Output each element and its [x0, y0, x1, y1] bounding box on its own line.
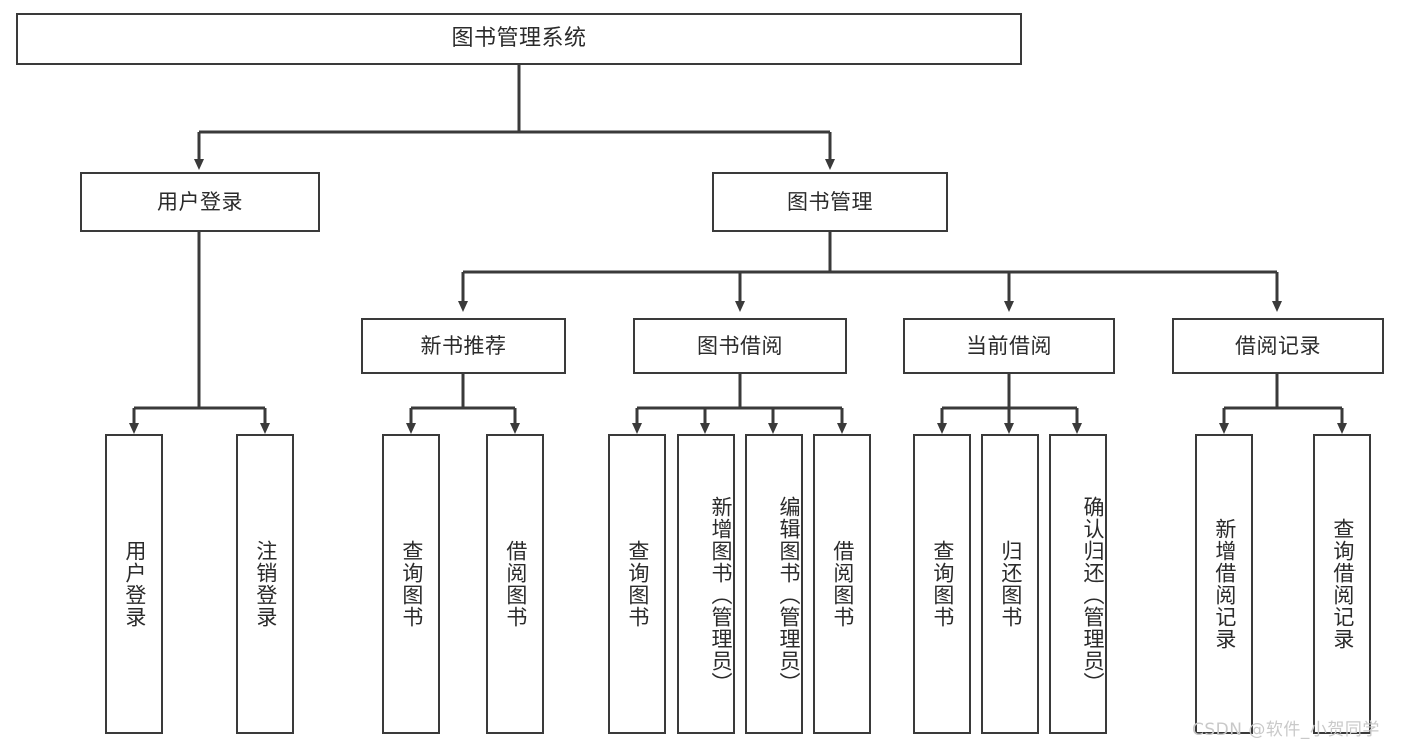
csdn-watermark: CSDN @软件_小贺同学	[1192, 720, 1380, 740]
node-label: 借阅记录	[1235, 333, 1321, 358]
node-label: 确认归还（管理员）	[1081, 496, 1105, 694]
node-label: 新增借阅记录	[1212, 518, 1237, 650]
leaf-current-return-book[interactable]: 归还图书	[981, 434, 1039, 734]
node-label: 图书管理	[787, 189, 873, 214]
node-label: 注销登录	[253, 540, 278, 628]
node-label: 归还图书	[998, 540, 1023, 628]
node-label: 新书推荐	[420, 333, 507, 358]
node-label: 当前借阅	[966, 333, 1052, 358]
node-label: 借阅图书	[503, 540, 528, 628]
leaf-current-query-book[interactable]: 查询图书	[913, 434, 971, 734]
node-label: 新增图书（管理员）	[709, 496, 733, 694]
node-label: 图书借阅	[697, 333, 783, 358]
leaf-borrow-add-book-admin[interactable]: 新增图书（管理员）	[677, 434, 735, 734]
node-borrow-record[interactable]: 借阅记录	[1172, 318, 1384, 374]
node-label: 查询借阅记录	[1330, 518, 1355, 650]
node-label: 查询图书	[399, 540, 424, 628]
node-root-system[interactable]: 图书管理系统	[16, 13, 1022, 65]
leaf-record-query-record[interactable]: 查询借阅记录	[1313, 434, 1371, 734]
node-label: 查询图书	[930, 540, 955, 628]
node-current-borrow[interactable]: 当前借阅	[903, 318, 1115, 374]
node-label: 用户登录	[122, 540, 147, 628]
leaf-borrow-edit-book-admin[interactable]: 编辑图书（管理员）	[745, 434, 803, 734]
leaf-user-login-login[interactable]: 用户登录	[105, 434, 163, 734]
leaf-recommend-query-book[interactable]: 查询图书	[382, 434, 440, 734]
node-label: 借阅图书	[830, 540, 855, 628]
node-book-borrow[interactable]: 图书借阅	[633, 318, 847, 374]
leaf-record-add-record[interactable]: 新增借阅记录	[1195, 434, 1253, 734]
node-book-management[interactable]: 图书管理	[712, 172, 948, 232]
leaf-borrow-borrow-book[interactable]: 借阅图书	[813, 434, 871, 734]
node-new-book-recommend[interactable]: 新书推荐	[361, 318, 566, 374]
node-label: 图书管理系统	[451, 26, 587, 51]
node-label: 查询图书	[625, 540, 650, 628]
node-label: 编辑图书（管理员）	[777, 496, 801, 694]
leaf-user-login-logout[interactable]: 注销登录	[236, 434, 294, 734]
node-label: 用户登录	[157, 189, 243, 214]
leaf-current-confirm-return-admin[interactable]: 确认归还（管理员）	[1049, 434, 1107, 734]
node-user-login[interactable]: 用户登录	[80, 172, 320, 232]
leaf-recommend-borrow-book[interactable]: 借阅图书	[486, 434, 544, 734]
leaf-borrow-query-book[interactable]: 查询图书	[608, 434, 666, 734]
